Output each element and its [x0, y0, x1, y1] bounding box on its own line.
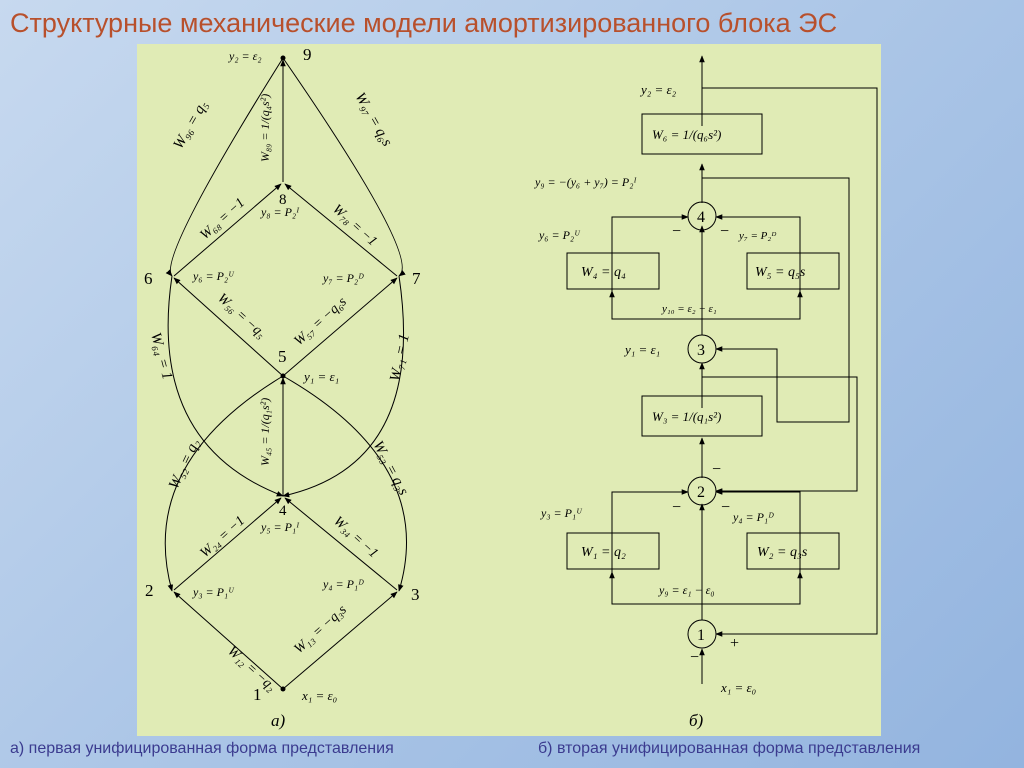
sign-plus-1: +: [730, 635, 739, 652]
block-w2: [746, 532, 840, 570]
summer-2-num: 2: [697, 484, 705, 501]
wire-w4-branch: [611, 214, 702, 320]
edge-label-53: W₅₃ = q₃s: [369, 438, 411, 498]
node-var-8: y₈ = P₂ᴵ: [260, 205, 300, 219]
edge-label-45: W₄₅ = 1/(q₁s²): [258, 398, 272, 466]
block-w1: [566, 532, 660, 570]
graph-node-9: [280, 55, 286, 61]
graph-node-5: [280, 373, 286, 379]
diagram-b-label: б): [689, 711, 704, 730]
sign-minus-2b: −: [721, 499, 730, 516]
edge-label-13: W₁₃ = −q₃s: [292, 602, 350, 657]
wire-w2-branch: [702, 489, 801, 605]
node-num-3: 3: [411, 585, 420, 604]
edge-13: [282, 591, 398, 690]
edge-68: [173, 183, 282, 277]
node-var-3: y₄ = P₁ᴰ: [322, 577, 364, 591]
diagram-canvas: 1 2 3 4 5 6 7 8 9 x₁ = ε₀ y₃ = P₁ᵁ y₄ = …: [144, 45, 878, 730]
wire-w5-branch: [702, 214, 801, 320]
block-w5: [746, 252, 840, 290]
edge-label-64: W₆₄ = 1: [147, 331, 175, 382]
edge-24: [173, 497, 282, 591]
block-w5-text: W₅ = q₅s: [755, 265, 806, 280]
sign-minus-4a: −: [672, 223, 681, 240]
summer-3-num: 3: [697, 342, 705, 359]
edge-97: [282, 57, 406, 277]
node-num-8: 8: [279, 192, 287, 208]
sign-minus-4b: −: [720, 223, 729, 240]
signal-y4: y₄ = P₁ᴰ: [732, 510, 774, 524]
block-w4-text: W₄ = q₄: [581, 265, 626, 280]
edge-label-71: W₇₁ = 1: [387, 333, 413, 383]
sign-minus-2c: −: [712, 461, 721, 478]
wire-feedback-y9-3: [702, 177, 850, 423]
signal-y1: y₁ = ε₁: [623, 342, 660, 357]
signal-y10: y₁₀ = ε₂ − ε₁: [661, 303, 717, 315]
block-diagram-b: 1 2 3 4 W₁ = q₂ W₂ = q₃s W₃ = 1/(q₁s²) W…: [534, 55, 878, 730]
node-num-6: 6: [144, 269, 153, 288]
block-w4: [566, 252, 660, 290]
node-var-9: y₂ = ε₂: [228, 49, 262, 63]
node-num-5: 5: [278, 347, 287, 366]
block-w6-text: W₆ = 1/(q₆s²): [652, 127, 721, 142]
node-var-6: y₆ = P₂ᵁ: [192, 269, 235, 283]
node-num-9: 9: [303, 45, 312, 64]
edge-label-34: W₃₄ = −1: [330, 514, 380, 561]
edge-57: [282, 277, 398, 377]
edge-34: [284, 497, 398, 591]
wire-feedback-y2-1: [702, 87, 878, 637]
caption-b: б) вторая унифицированная форма представ…: [538, 740, 921, 757]
block-w3-text: W₃ = 1/(q₁s²): [652, 409, 721, 424]
node-var-2: y₃ = P₁ᵁ: [192, 585, 235, 599]
signal-y2: y₂ = ε₂: [639, 82, 677, 97]
signal-y7: y₇ = P₂ᴰ: [738, 230, 777, 242]
block-w1-text: W₁ = q₂: [581, 545, 626, 560]
node-num-4: 4: [279, 503, 287, 519]
signal-y9: y₉ = ε₁ − ε₀: [658, 583, 715, 597]
wire-feedback-y1-2: [702, 376, 858, 494]
graph-a-label: а): [271, 711, 286, 730]
block-w2-text: W₂ = q₃s: [757, 545, 808, 560]
signal-y6: y₆ = P₂ᵁ: [538, 228, 581, 242]
node-num-1: 1: [253, 685, 262, 704]
edge-52: [164, 375, 284, 592]
signal-y3: y₃ = P₁ᵁ: [540, 506, 583, 520]
node-var-5: y₁ = ε₁: [302, 369, 339, 384]
node-var-1: x₁ = ε₀: [301, 688, 337, 703]
graph-node-1: [280, 686, 286, 692]
slide-title: Структурные механические модели амортизи…: [10, 8, 838, 38]
block-w6: [641, 113, 763, 155]
summer-1-num: 1: [697, 627, 705, 644]
node-num-2: 2: [145, 581, 154, 600]
edge-label-57: W₅₇ = −q₆s: [292, 294, 350, 349]
node-num-7: 7: [412, 269, 421, 288]
edge-12: [173, 591, 284, 690]
diagram-panel: 1 2 3 4 5 6 7 8 9 x₁ = ε₀ y₃ = P₁ᵁ y₄ = …: [137, 44, 881, 736]
edge-53: [282, 375, 407, 592]
edge-71: [282, 275, 405, 498]
edge-label-89: W₈₉ = 1/(q₄s²): [258, 94, 272, 162]
block-w3: [641, 395, 763, 437]
sign-minus-2a: −: [672, 499, 681, 516]
sign-minus-1: −: [690, 649, 699, 666]
signal-x1: x₁ = ε₀: [720, 680, 756, 695]
edge-label-52: W₅₂ = q₂: [166, 437, 203, 492]
edge-label-56: W₅₆ = −q₅: [214, 291, 268, 342]
edge-56: [173, 277, 284, 377]
node-var-7: y₇ = P₂ᴰ: [322, 271, 364, 285]
edge-label-97: W₉₇ = q₆s: [352, 90, 395, 149]
edge-78: [284, 183, 398, 277]
edge-label-96: W₉₆ = q₅: [171, 98, 211, 152]
edge-label-12: W₁₂ = −q₂: [224, 644, 278, 695]
edge-label-78: W₇₈ = −1: [329, 202, 379, 249]
caption-a: а) первая унифицированная форма представ…: [10, 740, 394, 757]
edge-96: [165, 57, 284, 277]
signal-graph-a: 1 2 3 4 5 6 7 8 9 x₁ = ε₀ y₃ = P₁ᵁ y₄ = …: [144, 45, 421, 730]
summer-4-num: 4: [697, 209, 705, 226]
edge-64: [167, 275, 284, 497]
signal-y9b: y₉ = −(y₆ + y₇) = P₂ᴵ: [534, 175, 637, 189]
wire-w1-branch: [611, 489, 702, 605]
node-var-4: y₅ = P₁ᴵ: [260, 520, 300, 534]
edge-label-24: W₂₄ = −1: [198, 513, 248, 560]
